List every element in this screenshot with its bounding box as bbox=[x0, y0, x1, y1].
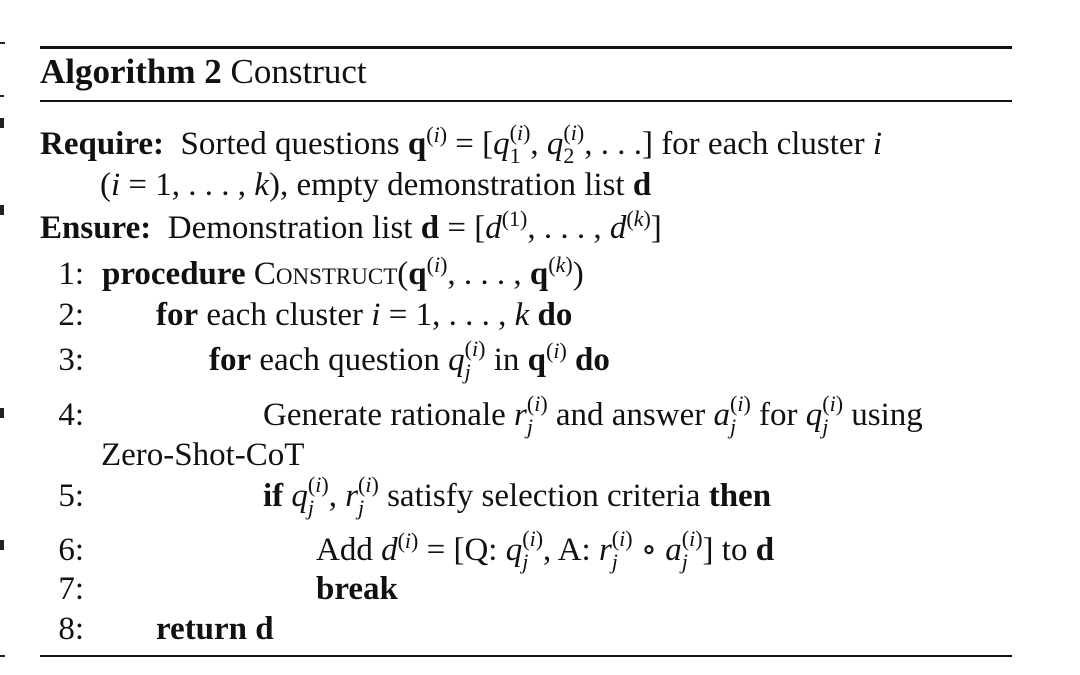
math-cluster-range: i = 1, . . . , k bbox=[371, 297, 530, 333]
require-keyword: Require: bbox=[40, 126, 165, 163]
algorithm-title: Algorithm 2 Construct bbox=[40, 50, 367, 94]
step-number: 6: bbox=[58, 532, 84, 568]
math-i-range: (i = 1, . . . , k) bbox=[100, 167, 280, 203]
page-edge-mark bbox=[0, 540, 4, 550]
step-number: 3: bbox=[58, 342, 84, 378]
step-text: Generate rationale bbox=[263, 397, 506, 434]
if-keyword: if bbox=[263, 478, 284, 515]
math-qj: q(i)j bbox=[448, 336, 486, 384]
step-text: and answer bbox=[555, 397, 706, 434]
break-keyword: break bbox=[316, 571, 398, 607]
require-line-2: (i = 1, . . . , k), empty demonstration … bbox=[100, 167, 652, 203]
math-q-vector: q(i) bbox=[527, 338, 567, 379]
step-text: for bbox=[759, 397, 798, 434]
ensure-keyword: Ensure: bbox=[40, 210, 152, 246]
require-text-3: , empty demonstration list bbox=[279, 167, 625, 203]
ensure-text: Demonstration list bbox=[167, 210, 413, 246]
require-text-2: for each cluster bbox=[661, 126, 865, 163]
step-number: 2: bbox=[58, 297, 84, 333]
math-d-def: d = [d(1), . . . , d(k)] bbox=[420, 206, 662, 247]
page-edge-mark bbox=[0, 205, 4, 215]
step-number: 5: bbox=[58, 478, 84, 514]
ensure-line: Ensure: Demonstration list d = [d(1), . … bbox=[40, 208, 662, 248]
math-rj: r(i)j bbox=[514, 391, 548, 439]
procedure-keyword: procedure bbox=[102, 256, 246, 292]
step-text: satisfy selection criteria bbox=[387, 478, 701, 515]
step-text: each cluster bbox=[206, 297, 364, 333]
math-q-def: q(i) = [q(i)1, q(i)2, . . .] bbox=[407, 120, 653, 168]
algorithm-name: Construct bbox=[230, 52, 367, 91]
step-number: 7: bbox=[58, 571, 84, 607]
math-qj: q(i)j bbox=[805, 391, 844, 439]
bottom-rule bbox=[40, 655, 1012, 657]
step-text: using bbox=[851, 397, 923, 434]
step-text: Add bbox=[316, 532, 373, 569]
for-keyword: for bbox=[156, 297, 199, 333]
do-keyword: do bbox=[537, 297, 573, 333]
math-procedure-args: (q(i), . . . , q(k)) bbox=[397, 252, 584, 293]
page-edge-mark bbox=[0, 42, 5, 44]
step-text: to bbox=[721, 532, 748, 569]
procedure-name: Construct bbox=[253, 256, 398, 292]
step-number: 1: bbox=[58, 256, 84, 292]
step-number: 4: bbox=[58, 397, 84, 433]
step-text-in: in bbox=[493, 342, 520, 379]
top-rule bbox=[40, 46, 1012, 49]
step-text: each question bbox=[259, 342, 440, 379]
math-demo-entry: d(i) = [Q: q(i)j, A: r(i)j ∘ a(i)j] bbox=[381, 526, 714, 574]
require-text-1: Sorted questions bbox=[180, 126, 400, 163]
math-qj-rj: q(i)j, r(i)j bbox=[291, 472, 379, 520]
algorithm-label: Algorithm 2 bbox=[40, 52, 222, 91]
header-rule bbox=[40, 100, 1012, 102]
return-keyword: return bbox=[156, 611, 248, 647]
require-line: Require: Sorted questions q(i) = [q(i)1,… bbox=[40, 120, 882, 168]
page-edge-mark bbox=[0, 118, 4, 128]
math-aj: a(i)j bbox=[713, 391, 751, 439]
page-edge-mark bbox=[0, 408, 4, 418]
step-number: 8: bbox=[58, 611, 84, 647]
for-keyword: for bbox=[209, 342, 252, 379]
step-4-continuation: Zero-Shot-CoT bbox=[101, 435, 304, 475]
page-edge-mark bbox=[0, 655, 5, 657]
do-keyword: do bbox=[575, 342, 610, 379]
then-keyword: then bbox=[708, 478, 772, 515]
zero-shot-cot: Zero-Shot-CoT bbox=[101, 437, 305, 473]
page-edge-mark bbox=[0, 95, 4, 97]
